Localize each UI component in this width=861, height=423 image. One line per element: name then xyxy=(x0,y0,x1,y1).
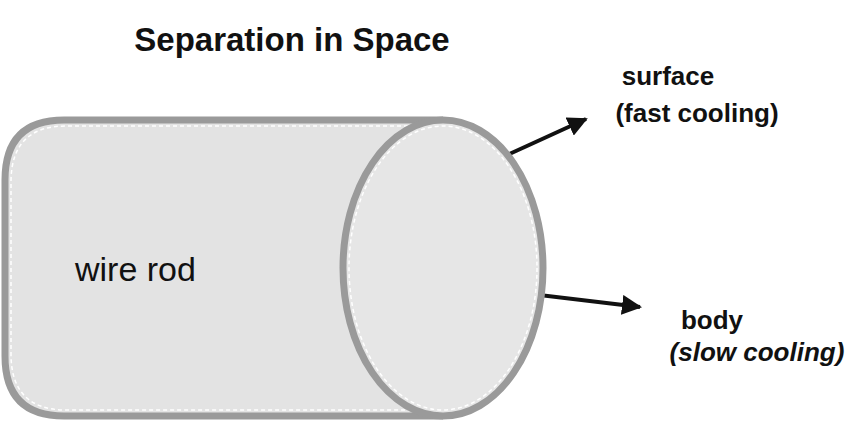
callout-label: (fast cooling) xyxy=(615,99,778,128)
callout-label: body xyxy=(681,306,743,335)
callout-label: (slow cooling) xyxy=(670,338,845,367)
wire-rod-cylinder: wire rod xyxy=(0,116,550,421)
surface-layer xyxy=(349,126,537,410)
cylinder-face xyxy=(343,120,543,416)
node-label: wire rod xyxy=(75,251,196,288)
callout-label: surface xyxy=(622,62,715,91)
diagram-title: Separation in Space xyxy=(134,22,449,58)
leader-arrow xyxy=(505,119,586,156)
